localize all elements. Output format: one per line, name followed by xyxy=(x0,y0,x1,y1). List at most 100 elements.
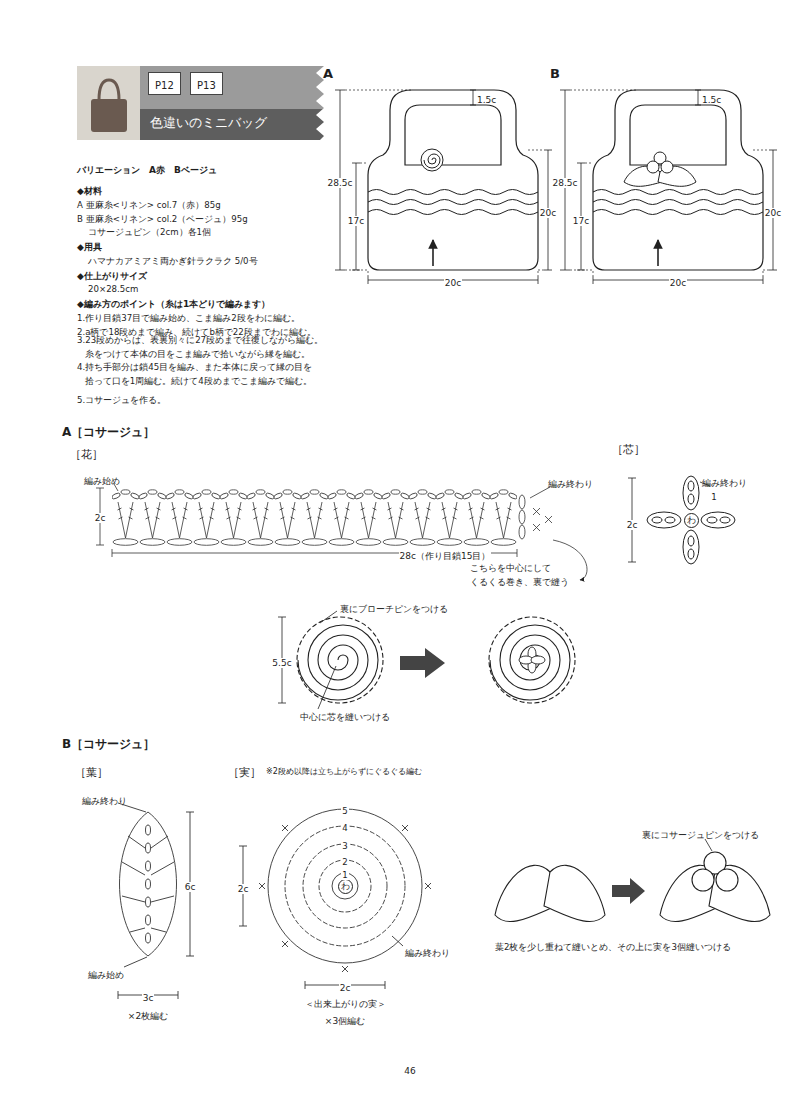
line-art xyxy=(683,530,699,564)
line-art xyxy=(146,861,151,871)
band-shape xyxy=(140,66,324,140)
label-box: 20c xyxy=(764,201,782,220)
tag-text: P12 xyxy=(155,80,174,91)
label-box: ［花］ xyxy=(70,443,103,462)
label-box: A［コサージュ］ xyxy=(62,421,155,440)
label-box: 葉2枚を少し重ねて縫いとめ、その上に実を3個縫いつける xyxy=(495,935,731,954)
bag-photo xyxy=(77,66,140,140)
label-box: ハマナカアミアミ両かぎ針ラクラク 5/0号 xyxy=(88,249,258,268)
dimension-label: 28.5c xyxy=(552,178,579,189)
label-box: ［芯］ xyxy=(612,438,645,457)
line-art xyxy=(661,161,673,173)
line-art xyxy=(683,476,699,510)
line-art xyxy=(146,879,151,889)
callout-label: こちらを中心にして くるくる巻き、裏で縫う xyxy=(470,562,574,589)
dimension-label: 1.5c xyxy=(477,95,496,106)
part-heading: ［芯］ xyxy=(612,443,645,456)
step-text: 5.コサージュを作る。 xyxy=(77,395,166,405)
note-text: A 亜麻糸<リネン> col.7（赤）85g xyxy=(77,200,221,210)
label-box: 5.5c xyxy=(271,651,292,670)
bag-a-rose xyxy=(421,149,443,171)
dimension-label: 20c xyxy=(539,208,557,219)
callout-label: 編み終わり xyxy=(82,796,127,806)
berry-chart xyxy=(239,809,431,989)
dimension-label: 2c xyxy=(626,520,639,531)
bag-b xyxy=(560,90,777,284)
section-heading: ◆材料 xyxy=(77,186,102,197)
label-box: 4 xyxy=(341,816,348,835)
section-heading: ◆用具 xyxy=(77,242,102,253)
dimension-label: 20c xyxy=(444,278,462,289)
line-art xyxy=(319,860,371,912)
note-text: バリエーション A赤 Bベージュ xyxy=(77,165,217,176)
label-box: A 亜麻糸<リネン> col.7（赤）85g xyxy=(77,193,221,212)
line-art xyxy=(320,611,337,623)
line-art xyxy=(120,812,177,956)
label-box: コサージュピン（2cm）各1個 xyxy=(88,220,211,239)
part-heading: ［葉］ xyxy=(75,766,108,779)
callout-label: 編み終わり xyxy=(548,479,593,489)
note-text: ※2段め以降は立ち上がらずにぐるぐる編む xyxy=(266,767,422,777)
label-box: 1 xyxy=(341,863,348,882)
label-box: 3 xyxy=(341,834,348,853)
line-art xyxy=(530,487,550,498)
dimension-label: 2c xyxy=(237,884,250,895)
label-box: 2 xyxy=(341,850,348,869)
line-art xyxy=(647,161,659,173)
label-box: 編み終わり xyxy=(82,789,127,808)
row-number: 2 xyxy=(341,857,348,867)
label-box: 17c xyxy=(572,209,590,228)
step-text: 4.持ち手部分は鎖45目を編み、また本体に戻って縁の目を 拾って口を1周編む。続… xyxy=(77,361,347,388)
label-box: ×3個編む xyxy=(325,1009,365,1028)
rolled-flower xyxy=(297,617,383,703)
leaf-pair xyxy=(495,865,605,921)
row-number: 3 xyxy=(341,841,348,851)
label-box: 20c xyxy=(539,201,557,220)
dimension-label: 28c（作り目鎖15目） xyxy=(399,551,492,562)
label-box: 20c xyxy=(444,271,462,290)
label-box: 5 xyxy=(341,799,348,818)
label-box: こちらを中心にして くるくる巻き、裏で縫う xyxy=(470,562,574,589)
berries xyxy=(692,852,738,891)
line-art xyxy=(318,666,336,709)
dimension-label: 2c xyxy=(94,513,107,524)
label-box: 4.持ち手部分は鎖45目を編み、また本体に戻って縁の目を 拾って口を1周編む。続… xyxy=(77,361,347,388)
label-box: 20c xyxy=(669,271,687,290)
line-art xyxy=(701,512,735,528)
callout-label: 編み終わり xyxy=(702,478,747,488)
label-box: 20×28.5cm xyxy=(88,277,138,296)
section-heading: B［コサージュ］ xyxy=(62,737,155,751)
dimension-label: 17c xyxy=(572,216,590,227)
dimension-label: 20c xyxy=(669,278,687,289)
title-band: 色違いのミニバッグP12P13 xyxy=(140,66,324,140)
line-art xyxy=(553,540,587,580)
label-box: 2c xyxy=(237,877,250,896)
dimension-label: 6c xyxy=(184,882,197,893)
label-box: 46 xyxy=(404,1059,415,1078)
caption-note: ＜出来上がりの実＞ xyxy=(305,999,386,1009)
label-box: 1 xyxy=(711,485,716,504)
dimension-label: 20c xyxy=(764,208,782,219)
label-box: 編み始め xyxy=(88,963,124,982)
line-art xyxy=(692,869,714,891)
note-text: コサージュピン（2cm）各1個 xyxy=(88,227,211,237)
ring-text: わ xyxy=(341,881,350,892)
label-box: B［コサージュ］ xyxy=(62,733,155,752)
line-art xyxy=(99,80,119,100)
line-art xyxy=(531,656,545,664)
dimension-label: 3c xyxy=(142,993,155,1004)
note-text: B 亜麻糸<リネン> col.2（ベージュ）95g xyxy=(77,214,248,224)
callout-label: 編み終わり xyxy=(405,948,450,958)
section-heading: ◆編み方のポイント（糸は1本どりで編みます） xyxy=(77,299,270,310)
line-art xyxy=(519,525,525,539)
page-number: 46 xyxy=(404,1066,415,1077)
label-box: 編み始め xyxy=(84,469,120,488)
section-heading: ◆仕上がりサイズ xyxy=(77,271,147,282)
dimension-label: 2c xyxy=(339,983,352,994)
label-box: 中心に芯を縫いつける xyxy=(300,705,390,724)
label-box: 28.5c xyxy=(552,171,579,190)
row-number: 4 xyxy=(341,823,348,833)
leader-line xyxy=(705,839,712,851)
label-box: 編み終わり xyxy=(548,472,593,491)
label-box: 1.5c xyxy=(702,88,721,107)
